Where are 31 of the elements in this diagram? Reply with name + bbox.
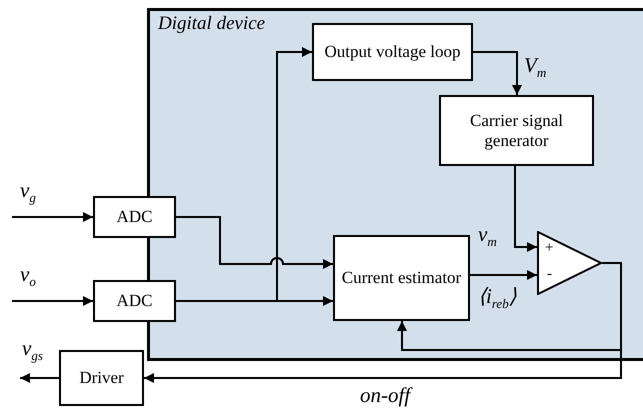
comparator-sign: - [547,267,552,282]
signal-arrow [514,166,537,252]
block-label: Driver [79,368,124,388]
signal-label: on-off [360,385,410,406]
signal-arrow [176,47,312,302]
comparator [537,231,602,295]
block-label: Carrier signal generator [469,110,564,150]
signal-label: V$_{m}$ [524,55,546,80]
block-label: ADC [116,291,152,311]
block-box [93,196,176,238]
signal-arrow [470,270,537,280]
block-box [93,280,176,322]
block-label: Current estimator [342,268,462,288]
block-box [312,23,473,81]
signal-arrow [12,212,93,222]
block-box [333,235,470,321]
panel-title: Digital device [158,13,266,35]
signal-arrow [473,51,522,95]
signal-arrow [176,216,333,269]
block-label: Output voltage loop [324,42,460,62]
signal-arrow [20,373,59,383]
signal-label: v$_{g}$ [20,180,36,204]
signal-label: ⟨i$_{reb}$⟩ [478,286,517,310]
signal-label: v$_{o}$ [20,264,36,288]
comparator-sign: + [545,241,554,256]
signal-label: v$_{m}$ [478,224,497,248]
block-box [59,350,144,406]
signal-arrow [12,296,93,306]
block-label: ADC [116,207,152,227]
block-box [439,95,594,166]
signal-label: v$_{gs}$ [22,338,43,362]
